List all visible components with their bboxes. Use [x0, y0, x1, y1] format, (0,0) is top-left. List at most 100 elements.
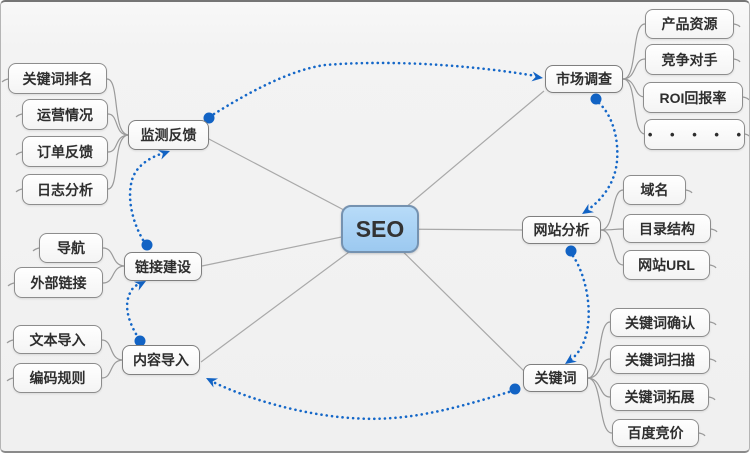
stub-domain [685, 189, 693, 194]
flow-content-import-to-link-building [125, 281, 143, 336]
node-monitor-feedback[interactable]: 监测反馈 [128, 120, 209, 150]
node-keyword-ranking[interactable]: 关键词排名 [8, 63, 107, 94]
bracket-keywords [587, 377, 611, 398]
node-label: 关键词排名 [22, 70, 93, 87]
node-site-analysis[interactable]: 网站分析 [522, 216, 601, 244]
stub-external-links [7, 282, 15, 287]
flow-arrowhead-icon [133, 281, 146, 291]
bracket-content-import [101, 339, 123, 361]
flow-arrowhead-icon [531, 71, 543, 82]
node-label: 文本导入 [29, 331, 86, 348]
node-baidu-bidding[interactable]: 百度竞价 [612, 419, 699, 447]
node-keyword-confirm[interactable]: 关键词确认 [610, 308, 710, 337]
stub-product-resources [733, 23, 741, 28]
node-label: 竞争对手 [661, 51, 718, 68]
node-label: 监测反馈 [140, 127, 197, 143]
bracket-keywords [587, 321, 611, 379]
stub-log-analysis [15, 188, 23, 193]
node-nav[interactable]: 导航 [39, 233, 103, 263]
node-label: 网站URL [638, 257, 695, 273]
bracket-market-research [622, 78, 646, 135]
stub-operation-status [15, 113, 23, 118]
node-label: 关键词扫描 [625, 351, 695, 368]
stub-keyword-confirm [709, 321, 717, 326]
stub-nav [32, 247, 40, 252]
node-label: • • • • • [647, 127, 749, 142]
stub-site-url [709, 264, 717, 269]
flow-arrowhead-icon [157, 150, 170, 160]
flow-market-research-to-site-analysis [584, 101, 619, 213]
node-external-links[interactable]: 外部链接 [14, 267, 103, 298]
node-label: 网站分析 [533, 222, 590, 238]
bracket-monitor-feedback [106, 78, 129, 136]
bracket-site-analysis [600, 189, 624, 231]
flow-monitor-feedback-to-market-research [212, 61, 538, 116]
node-more-dots[interactable]: • • • • • [644, 119, 745, 150]
node-product-resources[interactable]: 产品资源 [645, 9, 734, 39]
stub-directory-structure [710, 228, 718, 233]
node-seo[interactable]: SEO [341, 205, 419, 253]
node-directory-structure[interactable]: 目录结构 [623, 214, 711, 243]
bracket-content-import [101, 359, 123, 379]
node-label: 导航 [57, 240, 85, 256]
flow-start-dot-icon [565, 245, 577, 257]
bracket-monitor-feedback [107, 113, 129, 136]
flow-start-dot-icon [590, 93, 602, 105]
stub-keyword-scan [709, 358, 717, 363]
node-label: 订单反馈 [37, 143, 93, 160]
node-order-feedback[interactable]: 订单反馈 [22, 136, 108, 167]
bracket-keywords [587, 377, 613, 434]
node-label: 百度竞价 [627, 425, 684, 441]
stub-baidu-bidding [698, 432, 706, 437]
flow-arrowhead-icon [206, 378, 219, 388]
node-operation-status[interactable]: 运营情况 [22, 99, 108, 130]
node-competitors[interactable]: 竞争对手 [645, 44, 734, 75]
bracket-link-building [102, 265, 125, 284]
node-keyword-expand[interactable]: 关键词拓展 [610, 383, 709, 411]
flow-start-dot-icon [141, 239, 153, 251]
node-content-import[interactable]: 内容导入 [122, 345, 200, 375]
node-keywords[interactable]: 关键词 [523, 364, 588, 392]
bracket-link-building [102, 247, 125, 267]
flow-start-dot-icon [134, 335, 146, 347]
node-market-research[interactable]: 市场调查 [545, 65, 623, 93]
node-site-url[interactable]: 网站URL [623, 250, 710, 280]
stub-encoding-rules [6, 377, 14, 382]
node-label: SEO [355, 215, 405, 242]
stub-roi-return [742, 96, 749, 101]
node-roi-return[interactable]: ROI回报率 [643, 82, 743, 113]
node-label: 编码规则 [29, 370, 86, 386]
flow-keywords-to-content-import [211, 380, 511, 421]
bracket-monitor-feedback [107, 134, 129, 190]
stub-competitors [733, 58, 741, 63]
node-keyword-scan[interactable]: 关键词扫描 [610, 345, 710, 374]
node-label: 链接建设 [135, 258, 191, 275]
node-label: 关键词拓展 [624, 389, 695, 405]
flow-start-dot-icon [203, 112, 215, 124]
bracket-market-research [622, 23, 646, 80]
node-label: 关键词 [534, 370, 577, 386]
bracket-site-analysis [600, 229, 624, 266]
node-label: 日志分析 [37, 181, 93, 198]
stub-text-import [6, 339, 14, 344]
node-log-analysis[interactable]: 日志分析 [22, 174, 108, 205]
bracket-market-research [622, 58, 646, 80]
node-text-import[interactable]: 文本导入 [13, 325, 102, 354]
bracket-site-analysis [600, 228, 624, 231]
flow-arrowhead-icon [565, 353, 577, 364]
node-link-building[interactable]: 链接建设 [124, 252, 202, 281]
node-label: 产品资源 [661, 16, 718, 32]
node-label: 外部链接 [30, 274, 87, 291]
stub-keyword-ranking [1, 78, 9, 83]
node-domain[interactable]: 域名 [623, 175, 686, 205]
stub-more-dots [744, 133, 749, 137]
bracket-keywords [587, 358, 611, 379]
stub-order-feedback [15, 151, 23, 156]
bracket-market-research [622, 78, 646, 98]
node-label: 目录结构 [639, 220, 695, 237]
node-label: 域名 [640, 182, 669, 198]
node-encoding-rules[interactable]: 编码规则 [13, 363, 102, 393]
stub-keyword-expand [708, 396, 716, 401]
flow-arrowhead-icon [582, 203, 594, 214]
